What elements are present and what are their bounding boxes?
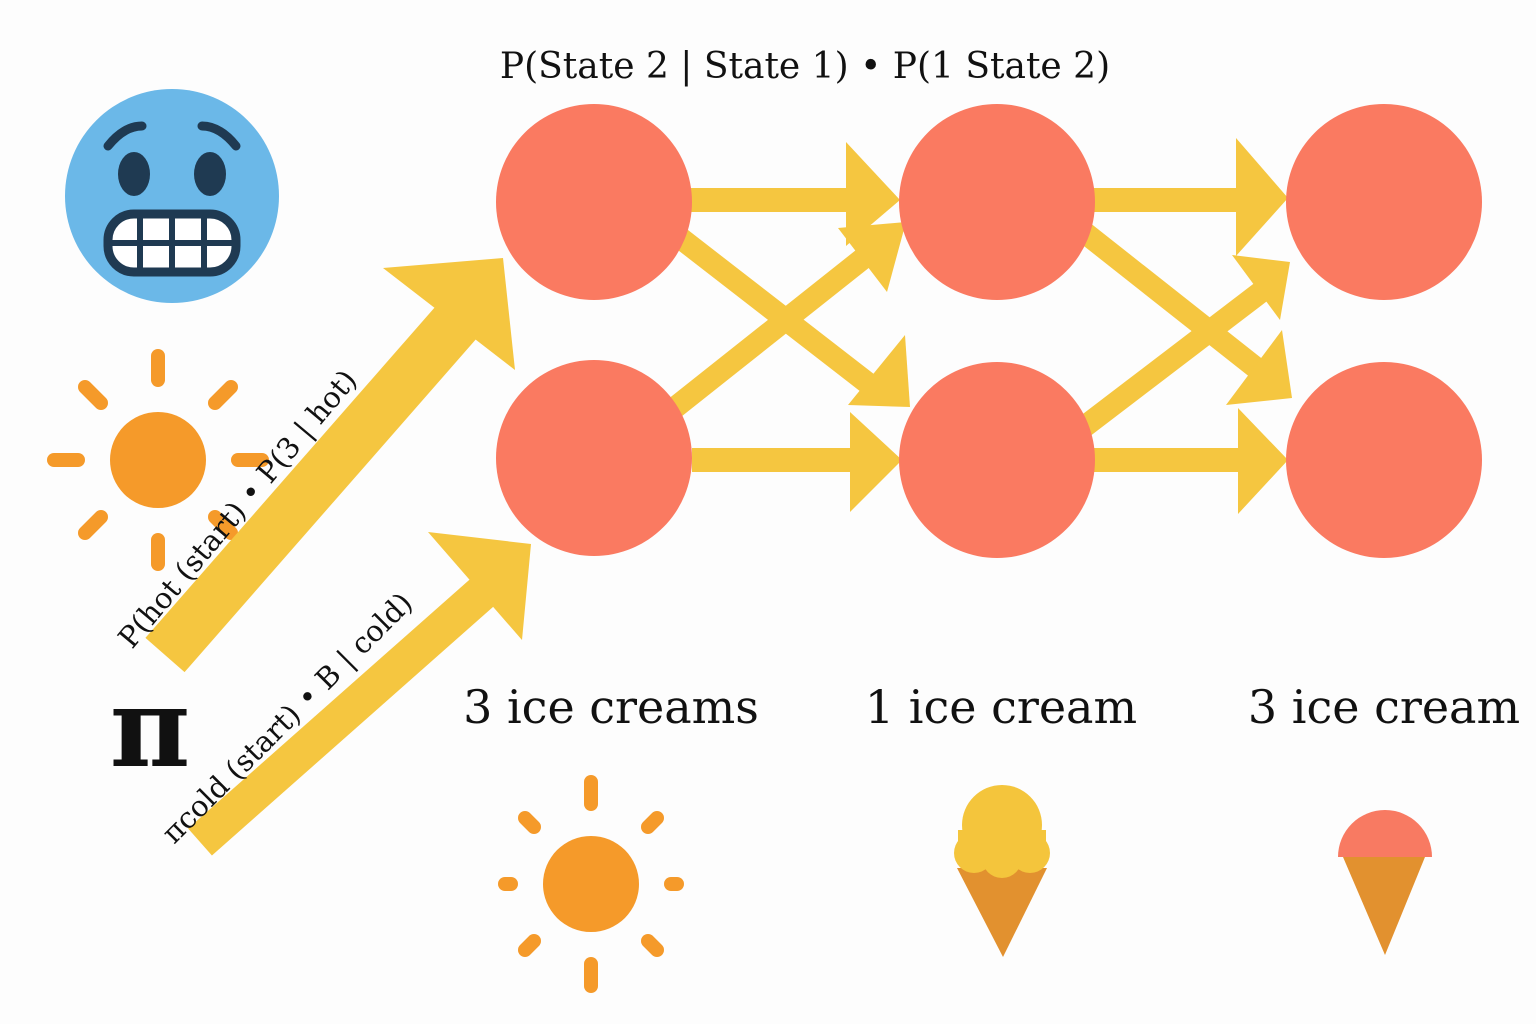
arrow-t1-cold-to-cold xyxy=(692,412,902,512)
initial-probability-symbol: π xyxy=(110,663,191,792)
observation-label-1: 3 ice creams xyxy=(463,680,759,734)
diagram-title: P(State 2 | State 1) • P(1 State 2) xyxy=(500,46,1110,87)
state-node-t2-hot xyxy=(899,104,1095,300)
start-arrow-hot xyxy=(145,258,515,673)
state-node-t3-hot xyxy=(1286,104,1482,300)
observation-label-3: 3 ice cream xyxy=(1248,680,1520,734)
state-node-t1-cold xyxy=(496,360,692,556)
arrow-t1-hot-to-cold xyxy=(663,221,910,407)
ice-cream-cone-icon xyxy=(1338,810,1432,955)
state-node-t2-cold xyxy=(899,362,1095,558)
state-node-t1-hot xyxy=(496,104,692,300)
state-node-t3-cold xyxy=(1286,362,1482,558)
cold-face-icon xyxy=(65,89,279,303)
arrow-t2-hot-to-cold xyxy=(1068,216,1292,405)
arrow-t1-hot-to-hot xyxy=(690,142,900,246)
arrow-t1-cold-to-hot xyxy=(665,222,906,419)
arrow-t2-cold-to-hot xyxy=(1073,255,1290,439)
ice-cream-cone-icon xyxy=(954,785,1050,957)
arrow-t2-hot-to-hot xyxy=(1092,138,1288,256)
sun-icon xyxy=(47,349,269,571)
transition-arrows xyxy=(663,138,1292,514)
start-arrow-cold xyxy=(188,532,531,856)
arrow-t2-cold-to-cold xyxy=(1094,408,1288,514)
observation-label-2: 1 ice cream xyxy=(865,680,1137,734)
state-nodes xyxy=(496,104,1482,558)
sun-icon xyxy=(498,775,684,993)
